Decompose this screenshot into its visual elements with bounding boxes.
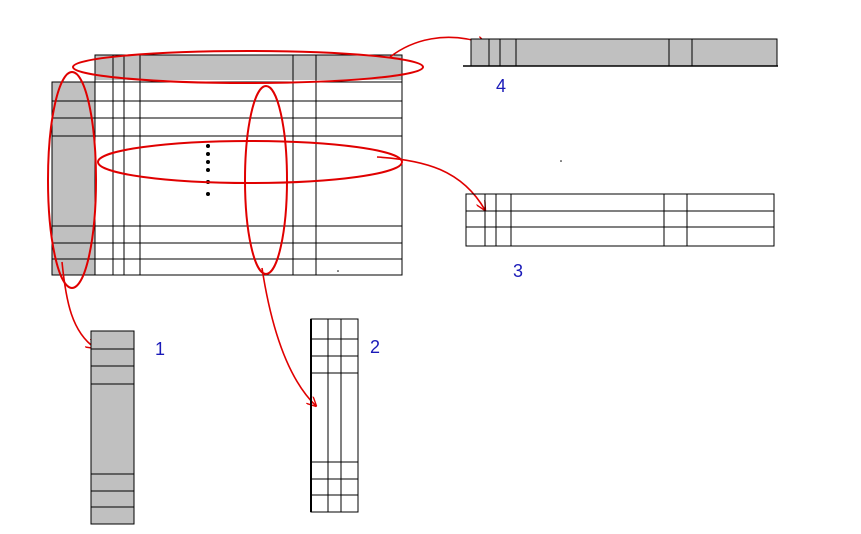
header-row-ellipse — [72, 50, 424, 84]
vertical-slice — [310, 318, 359, 513]
main-table-rows — [52, 81, 402, 260]
highlight-ellipses — [47, 50, 424, 289]
arrows — [61, 37, 486, 406]
row-slice — [465, 193, 775, 247]
stray-dot — [337, 270, 339, 272]
column-slice — [90, 330, 135, 525]
label-row-slice: 3 — [513, 261, 524, 281]
middle-row-ellipse — [97, 140, 403, 184]
main-table-border — [94, 54, 403, 276]
header-row-slice — [463, 38, 778, 67]
header-row — [95, 55, 402, 80]
label-column-slice: 1 — [155, 339, 166, 359]
arrow-to-row-slice — [376, 156, 485, 210]
row-header-column — [52, 82, 95, 275]
header-row-slice-fill — [471, 39, 777, 66]
row-header-column-ellipse — [47, 71, 97, 289]
label-header-slice: 4 — [496, 76, 507, 96]
main-table — [51, 54, 403, 276]
arrow-to-vertical-slice — [261, 267, 316, 406]
ellipsis-dots — [206, 144, 210, 196]
stray-dot — [560, 160, 562, 162]
label-vertical-slice: 2 — [370, 337, 381, 357]
main-table-columns — [112, 55, 317, 275]
vertical-column-ellipse — [244, 85, 288, 275]
arrow-to-column-slice — [61, 261, 95, 348]
